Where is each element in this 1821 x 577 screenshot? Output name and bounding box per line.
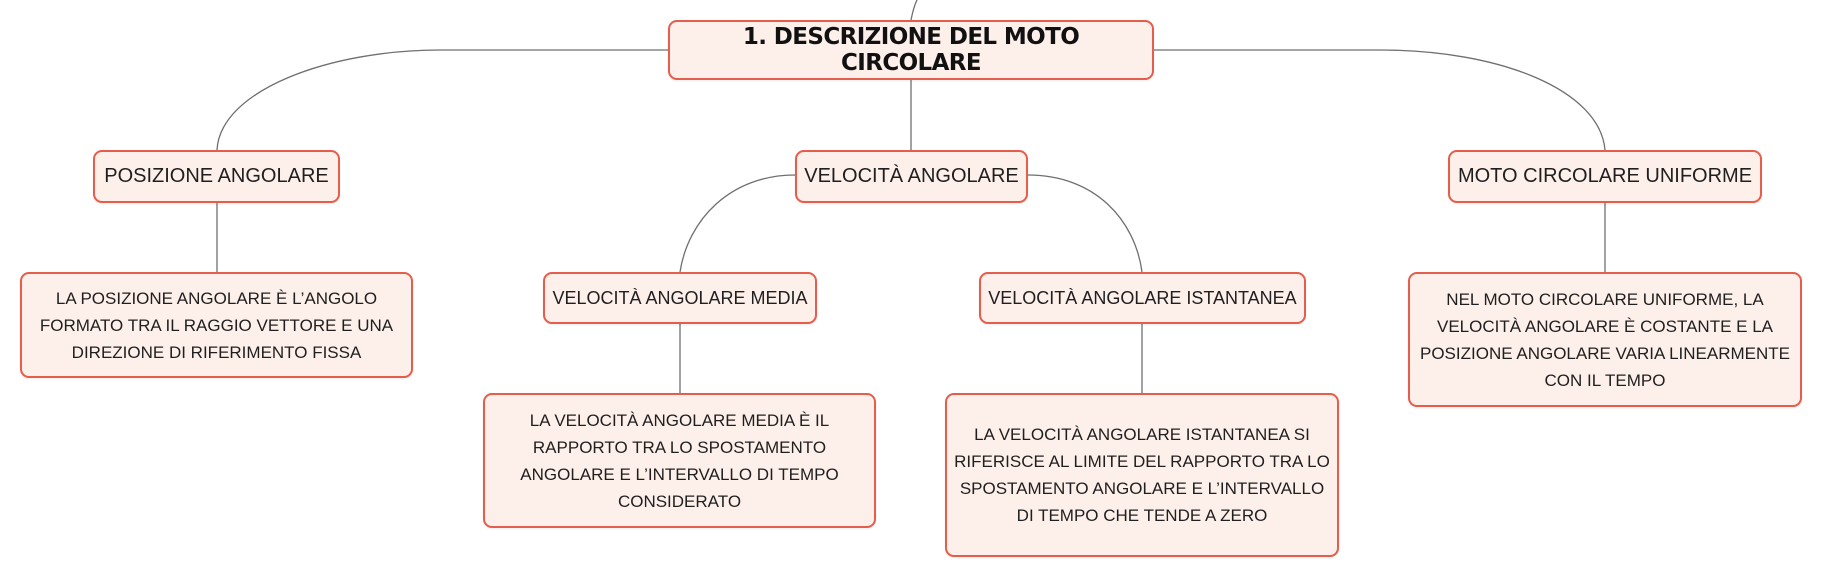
velocita-angolare-media-node[interactable]: VELOCITÀ ANGOLARE MEDIA (543, 272, 817, 324)
connector-velocita-istantanea (1027, 174, 1143, 273)
velocita-angolare-istantanea-description-node[interactable]: LA VELOCITÀ ANGOLARE ISTANTANEA SI RIFER… (945, 393, 1339, 557)
velocita-angolare-media-label: VELOCITÀ ANGOLARE MEDIA (552, 287, 808, 308)
connector-root-posizione (216, 49, 668, 151)
root-node[interactable]: 1. DESCRIZIONE DEL MOTO CIRCOLARE (668, 20, 1154, 80)
posizione-angolare-description: LA POSIZIONE ANGOLARE È L’ANGOLO FORMATO… (39, 288, 394, 362)
moto-circolare-uniforme-node[interactable]: MOTO CIRCOLARE UNIFORME (1448, 150, 1762, 203)
moto-circolare-uniforme-label: MOTO CIRCOLARE UNIFORME (1457, 165, 1753, 187)
velocita-angolare-media-description: LA VELOCITÀ ANGOLARE MEDIA È IL RAPPORTO… (520, 410, 839, 511)
connector-velocita-media (679, 174, 796, 273)
root-node-label: 1. DESCRIZIONE DEL MOTO CIRCOLARE (742, 24, 1080, 76)
posizione-angolare-label: POSIZIONE ANGOLARE (104, 165, 329, 187)
moto-circolare-uniforme-description-node[interactable]: NEL MOTO CIRCOLARE UNIFORME, LA VELOCITÀ… (1408, 272, 1802, 407)
velocita-angolare-node[interactable]: VELOCITÀ ANGOLARE (795, 150, 1028, 203)
velocita-angolare-media-description-node[interactable]: LA VELOCITÀ ANGOLARE MEDIA È IL RAPPORTO… (483, 393, 876, 528)
velocita-angolare-istantanea-label: VELOCITÀ ANGOLARE ISTANTANEA (988, 287, 1297, 308)
velocita-angolare-istantanea-description: LA VELOCITÀ ANGOLARE ISTANTANEA SI RIFER… (954, 425, 1330, 525)
connector-root-uniforme (1154, 49, 1606, 151)
connector-root-parent (910, 0, 918, 21)
velocita-angolare-istantanea-node[interactable]: VELOCITÀ ANGOLARE ISTANTANEA (979, 272, 1306, 324)
posizione-angolare-node[interactable]: POSIZIONE ANGOLARE (93, 150, 340, 203)
posizione-angolare-description-node[interactable]: LA POSIZIONE ANGOLARE È L’ANGOLO FORMATO… (20, 272, 413, 378)
moto-circolare-uniforme-description: NEL MOTO CIRCOLARE UNIFORME, LA VELOCITÀ… (1420, 289, 1790, 390)
velocita-angolare-label: VELOCITÀ ANGOLARE (804, 165, 1019, 187)
